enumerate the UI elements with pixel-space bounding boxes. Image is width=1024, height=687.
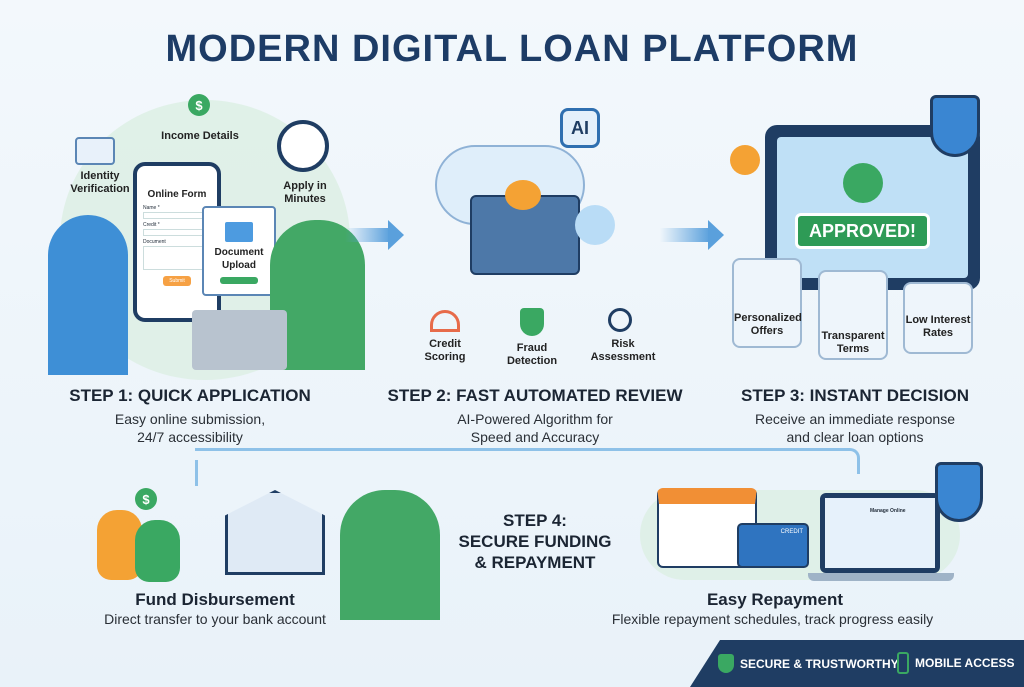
document-field: [143, 246, 211, 270]
dollar-hand-icon: $: [188, 94, 210, 116]
bank-icon: [225, 490, 325, 575]
man-with-phone-illustration: [340, 490, 440, 620]
credit-field: [143, 229, 211, 236]
folder-icon: [225, 222, 253, 242]
step4-heading-line2: SECURE FUNDING: [458, 532, 612, 551]
laptop-icon: [192, 310, 287, 370]
shield-icon: [718, 654, 734, 673]
laptop-manage-online: Manage Online: [820, 493, 940, 573]
shield-check-icon: [935, 462, 983, 522]
step4-heading: STEP 4: SECURE FUNDING & REPAYMENT: [440, 510, 630, 573]
calendar-icon: [657, 488, 757, 568]
arrow-step2-to-step3: [660, 220, 724, 250]
credit-field-label: Credit *: [143, 222, 160, 228]
income-details-label: Income Details: [161, 130, 239, 142]
card-low-interest-rates: Low Interest Rates: [903, 282, 973, 354]
id-card-icon: [75, 137, 115, 165]
dollar-coin-icon: $: [135, 488, 157, 510]
page-title: MODERN DIGITAL LOAN PLATFORM: [165, 28, 859, 70]
easy-repayment-desc: Flexible repayment schedules, track prog…: [611, 611, 934, 627]
step1-desc-line2: 24/7 accessibility: [137, 429, 243, 445]
card-personalized-offers: Personalized Offers: [732, 258, 802, 348]
step1-desc-line1: Easy online submission,: [114, 411, 266, 427]
tablet-approved: APPROVED!: [765, 125, 980, 290]
clock-icon: [277, 120, 329, 172]
money-bag-icon: [97, 510, 142, 580]
shield-check-icon: [930, 95, 980, 157]
fraud-detection-label: Fraud Detection: [506, 342, 558, 367]
step4-heading-line3: & REPAYMENT: [474, 553, 596, 572]
connector-down: [195, 460, 198, 486]
magnifier-chart-icon: [608, 308, 632, 332]
manage-online-label: Manage Online: [825, 498, 935, 568]
connector-line: [195, 448, 860, 474]
gauge-icon: [430, 310, 460, 332]
money-bag-icon: [135, 520, 180, 582]
credit-card-icon: CREDIT: [737, 523, 809, 568]
phone-icon: [897, 652, 909, 674]
online-form-title: Online Form: [147, 189, 207, 200]
document-field-label: Document: [143, 239, 166, 245]
step2-desc-line1: AI-Powered Algorithm for: [457, 411, 613, 427]
brain-icon: [575, 205, 615, 245]
coin-icon: [730, 145, 760, 175]
step1-heading: STEP 1: QUICK APPLICATION: [69, 386, 311, 405]
footer-bar: [690, 640, 1024, 687]
risk-assessment-label: Risk Assessment: [590, 338, 656, 363]
credit-card-label: CREDIT: [780, 529, 803, 535]
arrow-step1-to-step2: [345, 220, 404, 250]
gear-icon: [505, 180, 541, 210]
apply-in-minutes-label: Apply in Minutes: [283, 180, 327, 205]
fund-disbursement-title: Fund Disbursement: [135, 590, 295, 609]
mobile-label: MOBILE ACCESS: [915, 656, 1015, 670]
fund-disbursement-desc: Direct transfer to your bank account: [104, 611, 326, 627]
submit-button: Submit: [163, 276, 191, 286]
shield-lock-icon: [520, 308, 544, 336]
low-interest-rates-label: Low Interest Rates: [905, 314, 971, 339]
mobile-access-badge: MOBILE ACCESS: [897, 652, 1015, 674]
document-upload-window: Document Upload: [202, 206, 276, 296]
step3-desc-line1: Receive an immediate response: [755, 411, 955, 427]
step2-heading: STEP 2: FAST AUTOMATED REVIEW: [387, 386, 683, 405]
card-transparent-terms: Transparent Terms: [818, 270, 888, 360]
identity-verification-label: Identity Verification: [70, 170, 130, 195]
transparent-terms-label: Transparent Terms: [821, 330, 885, 355]
approved-badge: APPROVED!: [795, 213, 930, 249]
secure-label: SECURE & TRUSTWORTHY: [740, 656, 899, 671]
step3-desc-line2: and clear loan options: [786, 429, 924, 445]
step2-desc-line2: Speed and Accuracy: [470, 429, 600, 445]
ai-chip-icon: AI: [560, 108, 600, 148]
woman-with-phone-illustration: [48, 215, 128, 375]
step3-heading: STEP 3: INSTANT DECISION: [741, 386, 969, 405]
step4-heading-line1: STEP 4:: [503, 511, 567, 530]
checkmark-icon: [843, 163, 883, 203]
credit-scoring-label: Credit Scoring: [424, 338, 466, 363]
name-field-label: Name *: [143, 205, 160, 211]
document-upload-label: Document Upload: [214, 247, 264, 271]
easy-repayment-title: Easy Repayment: [706, 590, 844, 609]
laptop-base: [808, 573, 954, 581]
upload-button: [220, 277, 258, 284]
secure-badge: SECURE & TRUSTWORTHY: [718, 654, 899, 673]
name-field: [143, 212, 211, 219]
personalized-offers-label: Personalized Offers: [734, 312, 802, 337]
